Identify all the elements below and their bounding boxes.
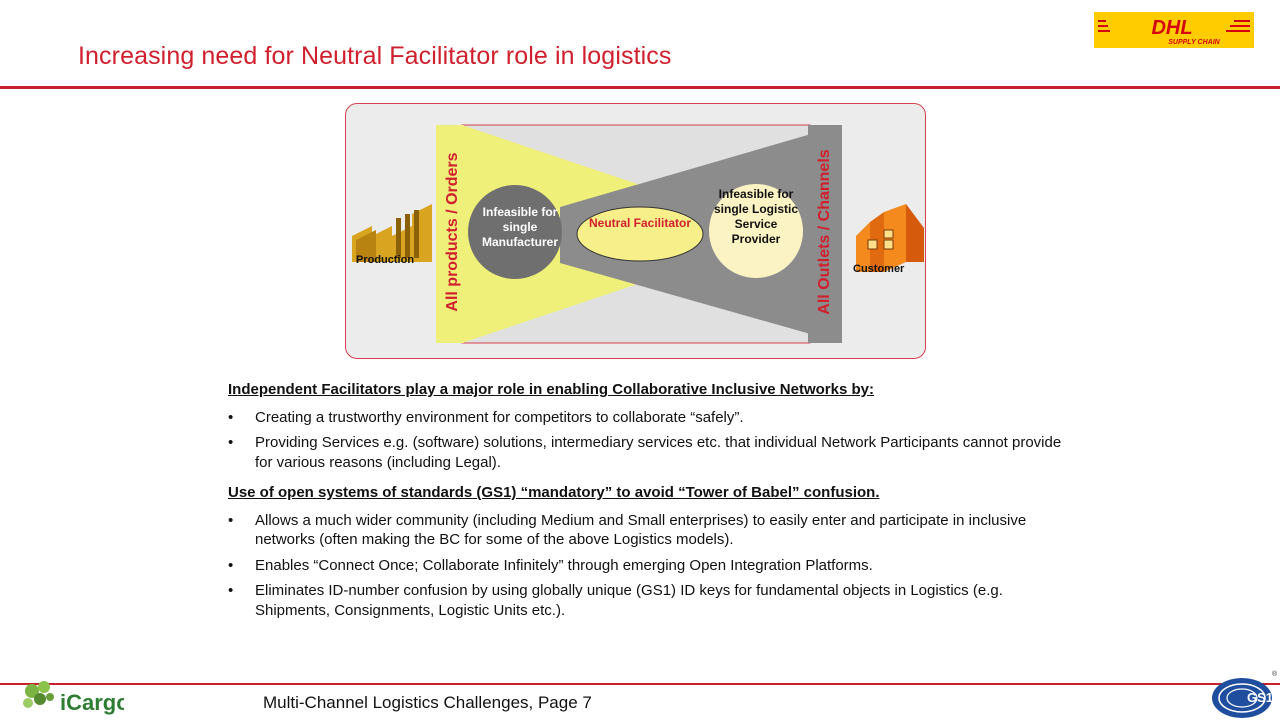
header-divider — [0, 86, 1280, 89]
bullet-item: Allows a much wider community (including… — [228, 511, 1078, 550]
slide-title: Increasing need for Neutral Facilitator … — [78, 42, 672, 70]
icargo-wordmark: iCargo — [60, 690, 124, 715]
svg-text:®: ® — [1272, 670, 1278, 678]
bullet-item: Eliminates ID-number confusion by using … — [228, 581, 1078, 620]
bullet-item: Creating a trustworthy environment for c… — [228, 408, 1078, 428]
diagram-frame — [345, 103, 926, 359]
dhl-wordmark: DHL — [1151, 17, 1192, 39]
dhl-supply-chain-logo: DHL SUPPLY CHAIN — [1094, 12, 1254, 48]
icargo-logo: iCargo — [23, 681, 124, 715]
manufacturer-circle-label: Infeasible for single Manufacturer — [481, 205, 558, 249]
production-label: Production — [356, 254, 415, 266]
bullet-item: Enables “Connect Once; Collaborate Infin… — [228, 556, 1078, 576]
gs1-logo: GS1 ® — [1212, 670, 1278, 718]
all-products-orders-label: All products / Orders — [444, 152, 461, 312]
section1-heading: Independent Facilitators play a major ro… — [228, 381, 874, 398]
all-outlets-channels-label: All Outlets / Channels — [816, 149, 833, 315]
section2-heading: Use of open systems of standards (GS1) “… — [228, 484, 880, 501]
neutral-facilitator-label: Neutral Facilitator — [588, 216, 692, 230]
footer-divider — [0, 683, 1280, 685]
footer-page-label: Multi-Channel Logistics Challenges, Page… — [263, 693, 592, 712]
gs1-wordmark: GS1 — [1247, 690, 1273, 705]
customer-label: Customer — [853, 263, 905, 275]
logistics-provider-label: Infeasible for single Logistic Service P… — [713, 187, 798, 246]
dhl-tagline: SUPPLY CHAIN — [1168, 39, 1220, 46]
slide-body: Independent Facilitators play a major ro… — [228, 380, 1078, 626]
bullet-item: Providing Services e.g. (software) solut… — [228, 433, 1078, 472]
